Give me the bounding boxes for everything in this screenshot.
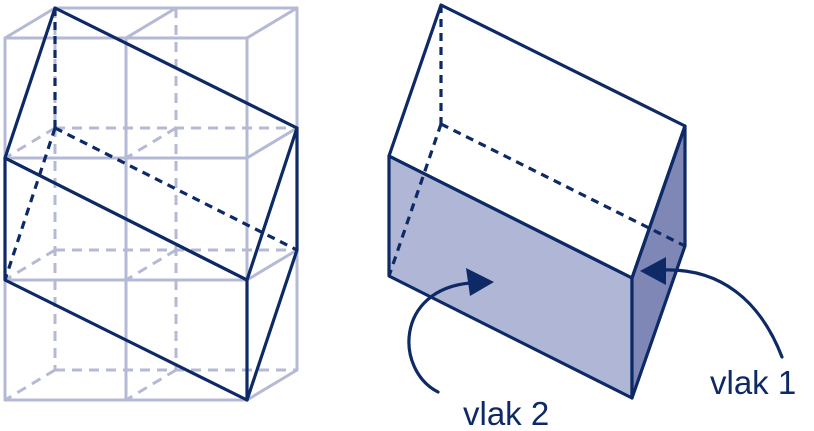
right-prism (387, 3, 687, 400)
arrow-face-1 (640, 257, 784, 359)
face-2-shaded (387, 154, 634, 400)
label-face-2: vlak 2 (463, 395, 549, 431)
right-prism-hidden-edges (387, 5, 686, 277)
arrow-head-icon (640, 257, 666, 285)
arrow-head-icon (466, 268, 494, 296)
arrow-face-2 (407, 268, 494, 394)
background-grid (3, 6, 299, 402)
grid-visible-lines (3, 6, 299, 402)
left-prism-hidden-edges (3, 8, 298, 281)
label-face-1: vlak 1 (710, 364, 796, 401)
grid-hidden-lines (4, 8, 297, 402)
top-face (387, 3, 687, 280)
left-prism (3, 6, 299, 402)
left-prism-visible-edges (3, 6, 299, 402)
